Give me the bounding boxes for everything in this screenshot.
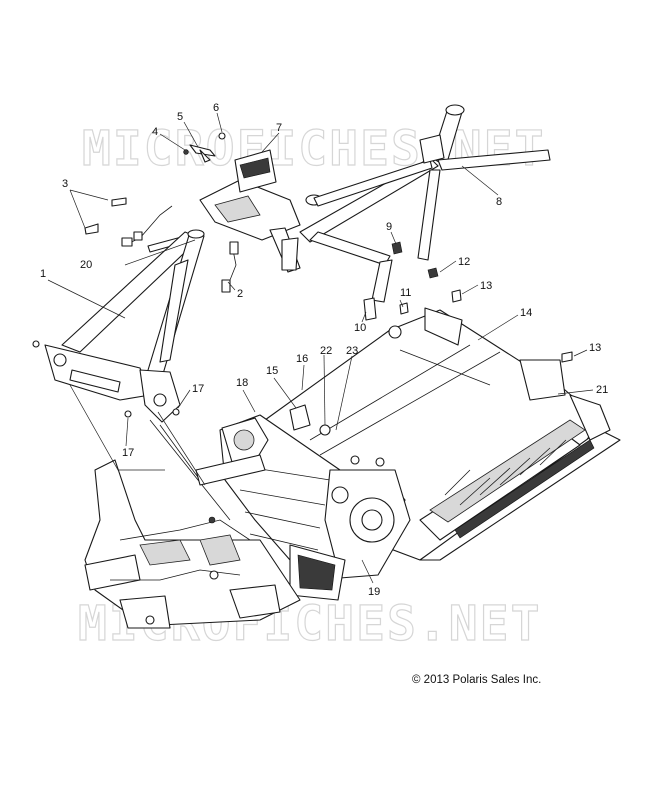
callouts: 1 2 3 4 5 6 7 8 9 10 11 12 13 13 14 15 1…	[40, 102, 608, 598]
callout-22: 22	[320, 345, 332, 357]
callout-1: 1	[40, 268, 46, 280]
callout-11: 11	[400, 287, 411, 299]
steering-post	[299, 104, 551, 303]
callout-8: 8	[496, 196, 502, 208]
callout-19: 19	[368, 586, 380, 598]
callout-14: 14	[520, 307, 532, 319]
callout-23: 23	[346, 345, 358, 357]
small-fasteners	[183, 132, 226, 163]
bulkhead	[219, 404, 411, 601]
callout-18: 18	[236, 377, 248, 389]
callout-2: 2	[237, 288, 243, 300]
callout-20: 20	[80, 259, 92, 271]
lower-steering-column	[32, 229, 205, 423]
callout-17-upper: 17	[192, 383, 204, 395]
callout-5: 5	[177, 111, 183, 123]
leader-lines	[47, 112, 594, 584]
callout-13-upper: 13	[480, 280, 492, 292]
callout-15: 15	[266, 365, 278, 377]
callout-6: 6	[213, 102, 219, 114]
front-frame	[84, 410, 301, 629]
callout-13-lower: 13	[589, 342, 601, 354]
copyright-notice: © 2013 Polaris Sales Inc.	[412, 674, 542, 686]
callout-3: 3	[62, 178, 68, 190]
callout-4: 4	[152, 126, 158, 138]
callout-12: 12	[458, 256, 470, 268]
steering-bracket	[199, 149, 301, 273]
callout-7: 7	[276, 122, 282, 134]
callout-21: 21	[596, 384, 608, 396]
callout-17-lower: 17	[122, 447, 134, 459]
callout-9: 9	[386, 221, 392, 233]
callout-16: 16	[296, 353, 308, 365]
callout-10: 10	[354, 322, 366, 334]
